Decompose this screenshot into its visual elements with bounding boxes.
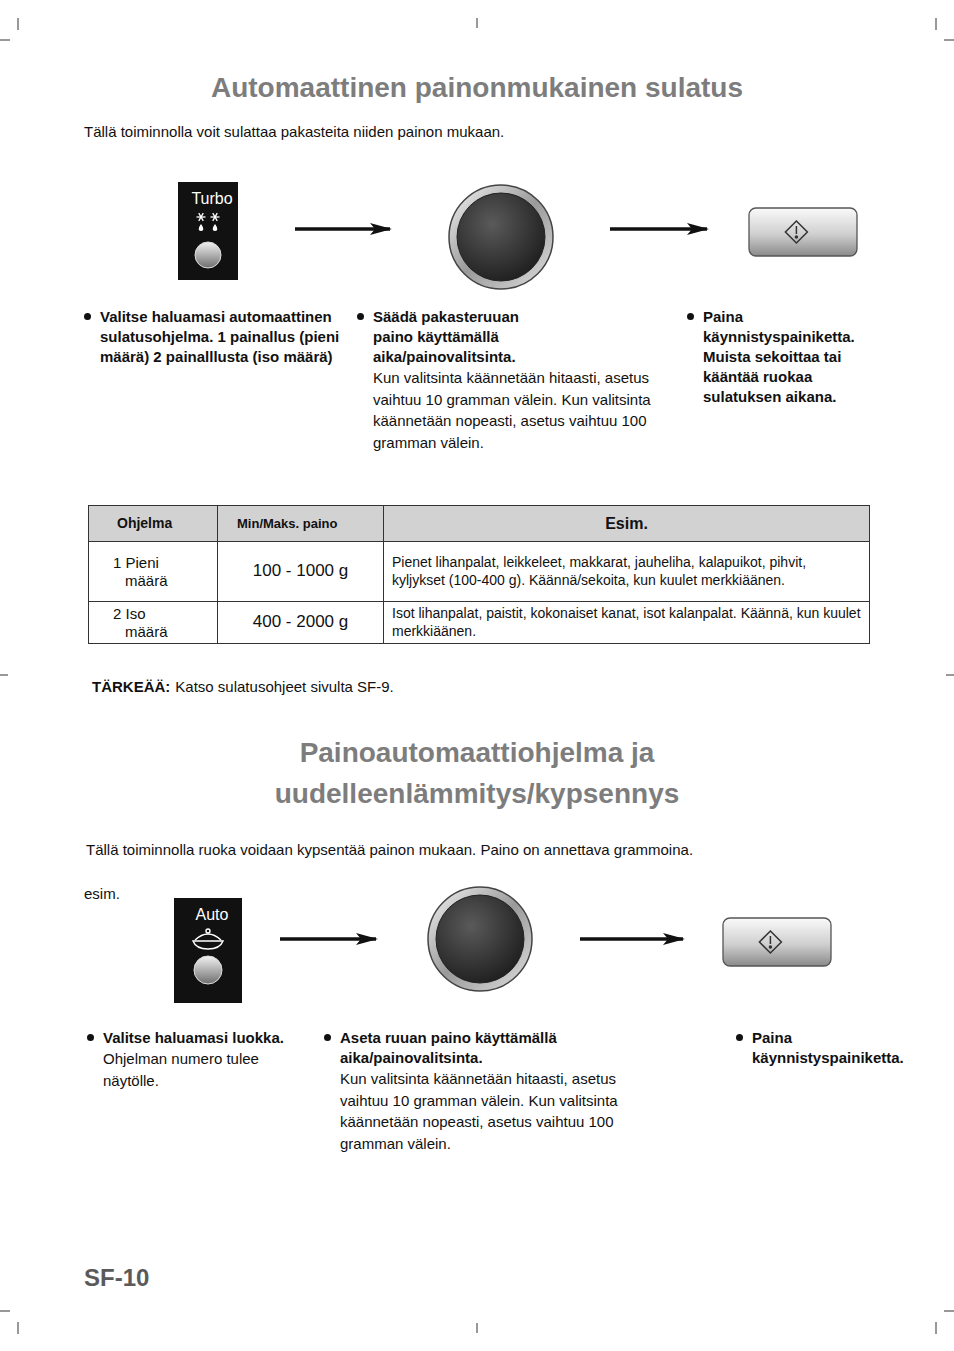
table-cell: Pienet lihanpalat, leikkeleet, makkarat,… [383, 541, 870, 602]
step-instruction: Aseta ruuan paino käyttämällä aika/paino… [340, 1028, 602, 1068]
step-instruction: Paina käynnistyspainiketta. [752, 1028, 932, 1068]
turbo-step: TurboValitse haluamasi automaattinen sul… [178, 182, 246, 280]
bullet-dot [736, 1034, 743, 1041]
flow-arrow [295, 227, 390, 231]
table-cell: 100 - 1000 g [217, 541, 384, 602]
push-button [195, 242, 221, 268]
crop-marks [0, 18, 954, 1334]
flow-arrow [580, 937, 683, 941]
start-button [749, 208, 857, 256]
section-heading: Painoautomaattiohjelma ja uudelleenlämmi… [227, 733, 727, 814]
step-caption: Paina käynnistyspainiketta. [752, 1028, 932, 1068]
dish-symbol [193, 929, 223, 949]
step-caption: Paina käynnistyspainiketta. Muista sekoi… [703, 307, 881, 407]
start-icon [748, 207, 858, 257]
table-cell: Ohjelma [88, 505, 218, 542]
table-cell-text: 100 - 1000 g [253, 561, 348, 581]
bullet-dot [324, 1034, 331, 1041]
dial-knob [436, 895, 524, 983]
table-cell: 2 Iso määrä [88, 601, 218, 644]
flow-arrow [610, 227, 707, 231]
table-cell-text: 2 Iso määrä [113, 605, 187, 641]
table-cell: Isot lihanpalat, paistit, kokonaiset kan… [383, 601, 870, 644]
table-cell-text: 400 - 2000 g [253, 612, 348, 632]
step-instruction: Paina käynnistyspainiketta. Muista sekoi… [703, 307, 881, 407]
dial-step: Aseta ruuan paino käyttämällä aika/paino… [427, 886, 533, 992]
snowflake-symbol [197, 213, 206, 221]
step-caption: Valitse haluamasi luokka.Ohjelman numero… [103, 1028, 325, 1091]
intro-text: Tällä toiminnolla ruoka voidaan kypsentä… [86, 840, 886, 860]
dial-icon [448, 184, 554, 290]
start-symbol [759, 931, 781, 953]
table-cell: 1 Pieni määrä [88, 541, 218, 602]
dial-icon [427, 886, 533, 992]
table-header: Ohjelma [117, 515, 172, 532]
step-detail: Kun valitsinta käännetään hitaasti, aset… [373, 367, 663, 453]
step-instruction: Valitse haluamasi luokka. [103, 1028, 325, 1048]
bullet-dot [357, 313, 364, 320]
step-detail: Ohjelman numero tulee näytölle. [103, 1048, 303, 1091]
note-text: Katso sulatusohjeet sivulta SF-9. [175, 677, 393, 697]
dial-step: Säädä pakasteruuan paino käyttämällä aik… [448, 184, 554, 290]
step-caption: Valitse haluamasi automaattinen sulatuso… [100, 307, 340, 367]
button-label: Turbo [178, 182, 246, 208]
step-instruction: Säädä pakasteruuan paino käyttämällä aik… [373, 307, 551, 367]
auto-step: AutoValitse haluamasi luokka.Ohjelman nu… [174, 898, 250, 1003]
table-header: Min/Maks. paino [237, 516, 337, 532]
page-title: Automaattinen painonmukainen sulatus [0, 68, 954, 109]
table-cell: Esim. [383, 505, 870, 542]
intro-text: Tällä toiminnolla voit sulattaa pakastei… [84, 122, 784, 142]
bullet-dot [687, 313, 694, 320]
dial-ring [428, 887, 532, 991]
start-button [723, 918, 831, 966]
table-cell-text: Isot lihanpalat, paistit, kokonaiset kan… [392, 605, 861, 640]
step-caption: Säädä pakasteruuan paino käyttämällä aik… [373, 307, 663, 453]
drop-symbol [213, 224, 218, 231]
bullet-dot [84, 313, 91, 320]
drop-symbol [199, 224, 204, 231]
snowflake-symbol [211, 213, 220, 221]
start-symbol [785, 221, 807, 243]
step-detail: Kun valitsinta käännetään hitaasti, aset… [340, 1068, 668, 1154]
push-button [194, 956, 222, 984]
table-header: Esim. [605, 514, 648, 533]
flow-arrow [280, 937, 376, 941]
note-label: TÄRKEÄÄ: [92, 677, 170, 697]
dial-knob [457, 193, 545, 281]
table-cell: 400 - 2000 g [217, 601, 384, 644]
button-label: Auto [174, 898, 250, 924]
example-note: esim. [84, 884, 164, 904]
step-caption: Aseta ruuan paino käyttämällä aika/paino… [340, 1028, 668, 1154]
step-instruction: Valitse haluamasi automaattinen sulatuso… [100, 307, 340, 367]
start-icon [722, 917, 832, 967]
bullet-dot [87, 1034, 94, 1041]
start-step: Paina käynnistyspainiketta. [722, 917, 832, 967]
table-cell-text: Pienet lihanpalat, leikkeleet, makkarat,… [392, 554, 861, 589]
dial-ring [449, 185, 553, 289]
table-cell: Min/Maks. paino [217, 505, 384, 542]
start-step: Paina käynnistyspainiketta. Muista sekoi… [748, 207, 858, 257]
table-cell-text: 1 Pieni määrä [113, 554, 187, 590]
page-number: SF-10 [84, 1264, 204, 1292]
note-line: TÄRKEÄÄ:Katso sulatusohjeet sivulta SF-9… [92, 677, 394, 697]
